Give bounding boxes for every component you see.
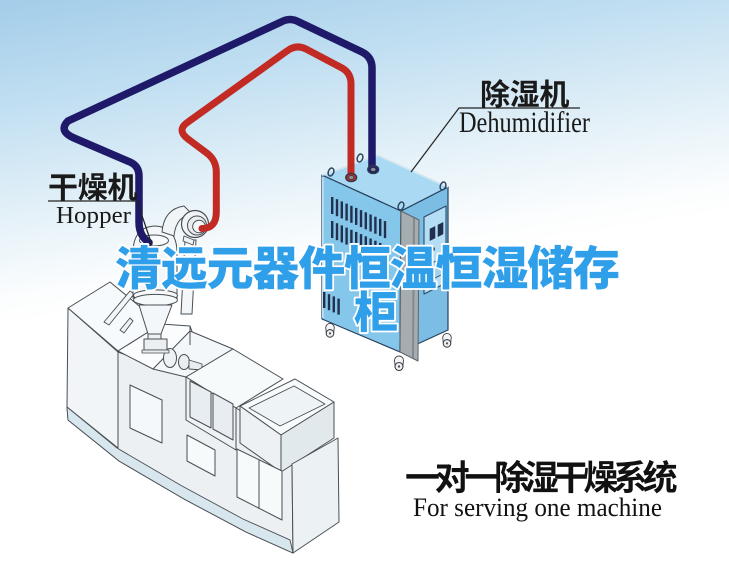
svg-text:For serving one machine: For serving one machine — [413, 492, 662, 522]
svg-text:Dehumidifier: Dehumidifier — [459, 106, 590, 139]
svg-text:Hopper: Hopper — [56, 203, 131, 229]
